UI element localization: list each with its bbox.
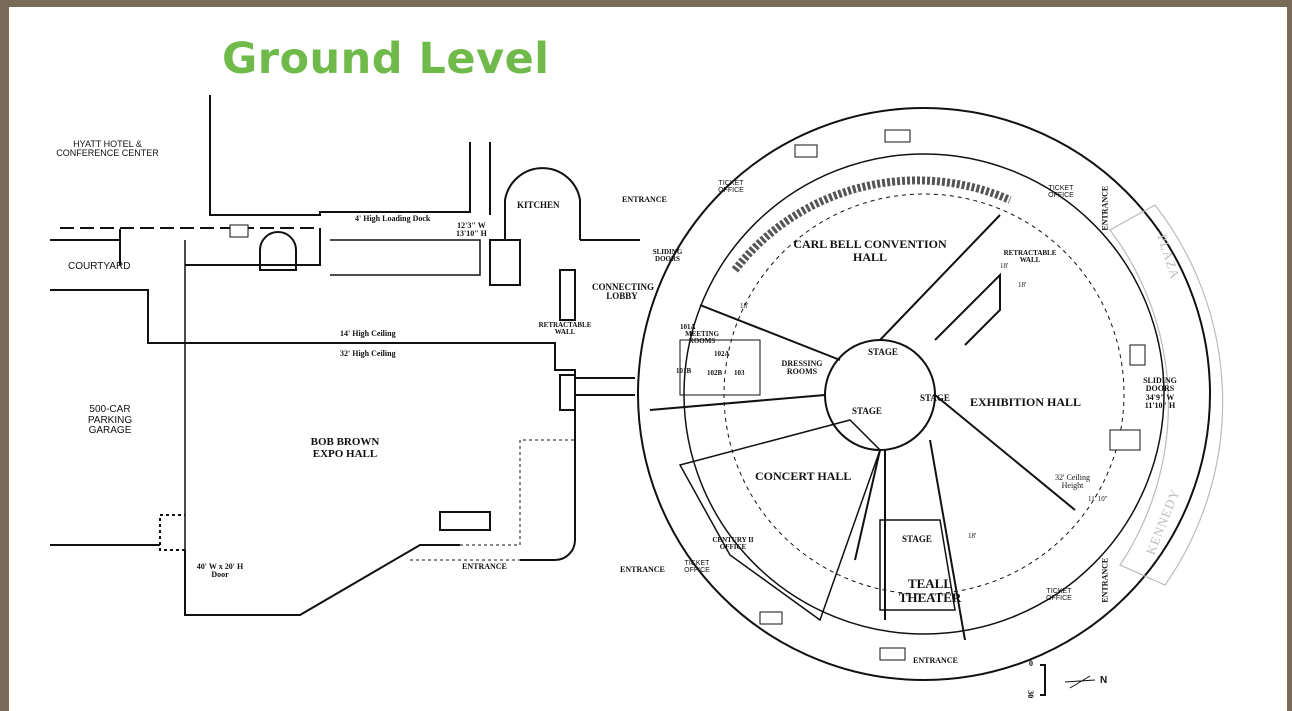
ticket-office-2: TICKET OFFICE — [1048, 185, 1074, 200]
stage-1: STAGE — [868, 347, 898, 357]
entrance-top: ENTRANCE — [622, 195, 667, 204]
dim-11: 11' 10" — [1088, 495, 1108, 503]
dim-18c: 18' — [1000, 262, 1009, 270]
label-kitchen: KITCHEN — [517, 200, 560, 210]
label-courtyard: COURTYARD — [68, 261, 131, 272]
stage-3: STAGE — [920, 393, 950, 403]
label-exhibition-hall: EXHIBITION HALL — [970, 395, 1082, 409]
note-ceiling-32: 32' High Ceiling — [340, 349, 396, 358]
stage-4: STAGE — [902, 534, 932, 544]
room-102b: 102B — [707, 369, 723, 377]
label-dressing-rooms: DRESSING ROOMS — [781, 359, 823, 377]
page-title: Ground Level — [222, 34, 550, 84]
entrance-right-top: ENTRANCE — [1100, 185, 1110, 231]
dim-18d: 18' — [968, 532, 977, 540]
label-hyatt: HYATT HOTEL & CONFERENCE CENTER — [56, 139, 159, 159]
hyatt-wall — [209, 95, 471, 216]
room-101b: 101B — [676, 367, 692, 375]
room-102a: 102A — [714, 350, 730, 358]
north-arrow-label: N — [1100, 675, 1108, 686]
label-century-office: CENTURY II OFFICE — [712, 536, 754, 552]
kitchen-wall — [504, 167, 581, 240]
label-connecting-lobby: CONNECTING LOBBY — [592, 282, 655, 302]
note-door: 40' W x 20' H Door — [196, 562, 244, 580]
ticket-office-3: TICKET OFFICE — [684, 560, 710, 575]
note-ceiling-height: 32' Ceiling Height — [1055, 473, 1090, 491]
ticket-office-1: TICKET OFFICE — [718, 180, 744, 195]
scale-label: 30 — [1026, 690, 1036, 699]
room-101a: 101A — [680, 323, 696, 331]
dim-18b: 18' — [1018, 281, 1027, 289]
note-retractable-wall-1: RETRACTABLE WALL — [538, 321, 592, 337]
entrance-bob-brown: ENTRANCE — [462, 562, 507, 571]
label-teall-theater: TEALL THEATER — [898, 576, 962, 605]
entrance-left-bottom: ENTRANCE — [620, 565, 665, 574]
label-carl-bell: CARL BELL CONVENTION HALL — [793, 237, 947, 264]
dim-18a: 18' — [740, 302, 749, 310]
entrance-bottom: ENTRANCE — [913, 656, 958, 665]
stage-2: STAGE — [852, 406, 882, 416]
label-meeting-rooms: MEETING ROOMS — [685, 330, 719, 346]
label-bob-brown: BOB BROWN EXPO HALL — [310, 436, 380, 460]
note-sliding-doors-2: SLIDING DOORS 34'9" W 11'10" H — [1143, 376, 1177, 411]
label-concert-hall: CONCERT HALL — [755, 469, 852, 483]
note-loading-dock: 4' High Loading Dock — [355, 214, 431, 223]
note-sliding-doors-1: SLIDING DOORS — [652, 248, 683, 264]
label-parking: 500-CAR PARKING GARAGE — [87, 404, 133, 436]
note-retractable-wall-2: RETRACTABLE WALL — [1003, 249, 1057, 265]
room-103: 103 — [734, 369, 745, 377]
ticket-office-4: TICKET OFFICE — [1046, 588, 1072, 603]
note-ceiling-14: 14' High Ceiling — [340, 329, 396, 338]
scale-zero: 0 — [1029, 659, 1033, 668]
entrance-right-bottom: ENTRANCE — [1100, 557, 1110, 603]
century-ii-outer — [637, 107, 1211, 681]
